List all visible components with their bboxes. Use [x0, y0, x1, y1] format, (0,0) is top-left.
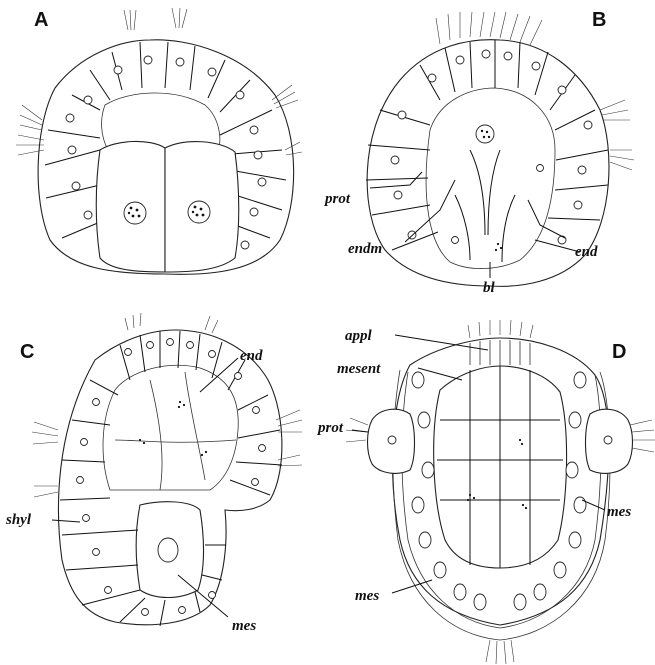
panel-letter-b: B	[592, 9, 606, 31]
panel-d-prototroch-nucleus	[604, 436, 612, 444]
label-appl: appl	[345, 328, 373, 344]
panel-a: A	[16, 8, 302, 274]
panel-letter-c: C	[20, 341, 34, 363]
panel-d: D	[316, 320, 655, 664]
panel-d-prototroch-nucleus	[388, 436, 396, 444]
label-prot: prot	[316, 420, 344, 436]
panel-b-outline	[367, 40, 609, 287]
label-prot: prot	[323, 191, 351, 207]
panel-b-nucleus	[476, 125, 494, 143]
panel-letter-d: D	[612, 341, 626, 363]
label-mes: mes	[355, 588, 379, 604]
label-mesent: mesent	[337, 361, 381, 377]
label-shyl: shyl	[5, 512, 32, 528]
panel-b: B	[323, 9, 634, 296]
panel-letter-a: A	[34, 9, 48, 31]
panel-c-mesoderm-nucleus	[158, 538, 178, 562]
panel-a-nucleus	[188, 201, 210, 223]
label-end: end	[240, 348, 263, 364]
panel-c: C	[5, 313, 302, 634]
label-mes: mes	[607, 504, 631, 520]
label-end: end	[575, 244, 598, 260]
panel-a-nucleus	[124, 202, 146, 224]
label-endm: endm	[348, 241, 382, 257]
label-bl: bl	[483, 280, 496, 296]
label-mes: mes	[232, 618, 256, 634]
